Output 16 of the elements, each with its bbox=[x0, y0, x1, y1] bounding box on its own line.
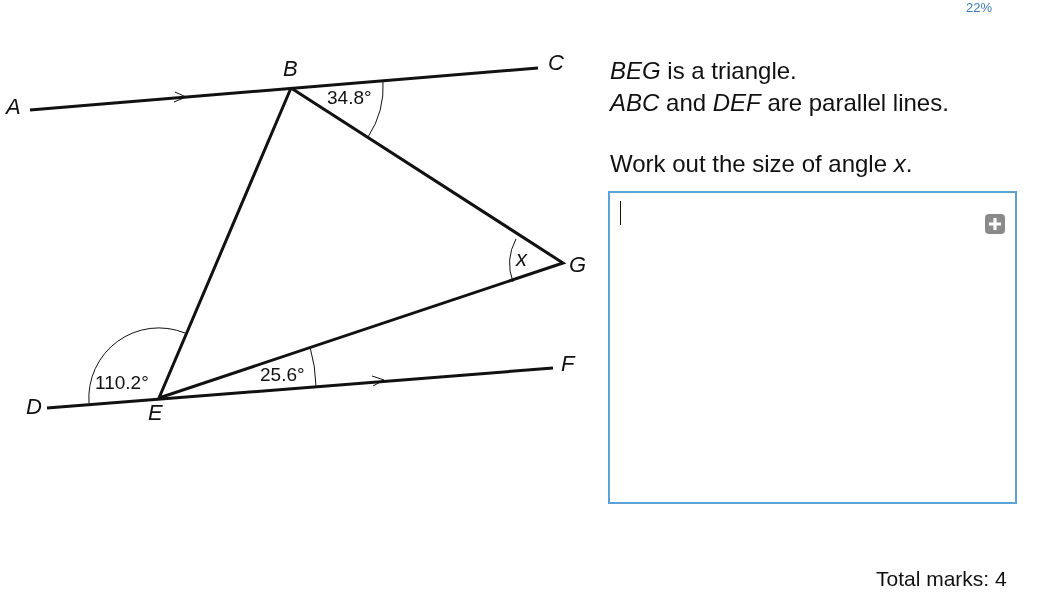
point-label: A bbox=[6, 96, 21, 118]
point-label: E bbox=[148, 402, 163, 424]
point-label: C bbox=[548, 52, 564, 74]
point-label: B bbox=[283, 58, 298, 80]
marks-text: Total marks: 4 bbox=[876, 568, 1007, 589]
question-text: ABC and DEF are parallel lines. bbox=[610, 91, 949, 115]
percent-text: 22% bbox=[966, 1, 993, 14]
point-label: G bbox=[569, 254, 587, 276]
angle-label: 34.8° bbox=[327, 88, 372, 107]
question-text: Work out the size of angle x. bbox=[610, 152, 913, 176]
angle-label: 110.2° bbox=[95, 373, 149, 392]
point-label: D bbox=[26, 396, 42, 418]
point-label: F bbox=[561, 353, 575, 375]
question-text: BEG is a triangle. bbox=[610, 59, 797, 83]
angle-label: 25.6° bbox=[260, 365, 305, 384]
angle-label: x bbox=[516, 248, 527, 270]
